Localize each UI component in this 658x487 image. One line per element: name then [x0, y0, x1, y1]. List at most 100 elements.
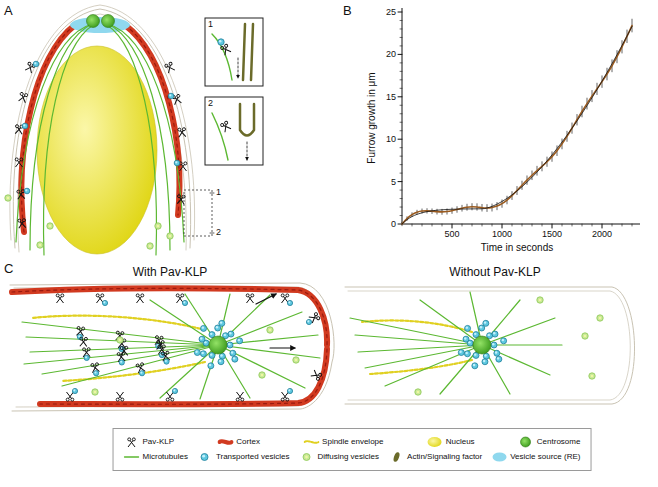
pav-klp-symbol — [15, 125, 18, 128]
pav-klp-symbol — [128, 438, 131, 441]
membrane-line — [348, 291, 630, 400]
chart-axis — [402, 8, 640, 224]
diffusing-vesicle — [167, 233, 173, 239]
tick-label: 15 — [386, 92, 396, 101]
transported-vesicle — [483, 353, 489, 359]
microtubule — [16, 24, 92, 242]
diffusing-vesicle — [5, 195, 11, 201]
pav-klp-symbol — [220, 46, 224, 50]
transported-vesicle — [210, 353, 212, 355]
pav-klp-symbol — [236, 392, 244, 401]
transported-vesicle — [238, 339, 240, 341]
pav-klp-symbol — [157, 340, 160, 343]
transported-vesicle — [473, 364, 475, 366]
legend-icon — [392, 451, 400, 462]
legend-item: Vesicle source (RE) — [491, 451, 580, 463]
axis-tick — [492, 224, 493, 226]
transported-vesicle — [287, 300, 292, 305]
pav-klp-symbol — [116, 392, 124, 401]
axis-tick — [562, 224, 563, 226]
transported-vesicle — [218, 359, 224, 365]
zoom-box — [184, 190, 212, 236]
leader-line — [210, 193, 214, 194]
transported-vesicle — [465, 325, 471, 331]
axis-tick — [400, 164, 402, 165]
axis-tick — [602, 224, 603, 228]
pav-klp-symbol — [281, 294, 284, 297]
transported-vesicle — [491, 342, 497, 348]
pav-klp-symbol — [316, 377, 320, 381]
legend-icon — [491, 451, 507, 463]
pav-klp-symbol — [182, 128, 185, 131]
diffusing-vesicle — [117, 337, 123, 343]
transported-vesicle — [139, 371, 144, 376]
cortex-band — [125, 25, 179, 215]
pav-klp-symbol — [117, 352, 120, 355]
pav-klp-symbol — [220, 123, 224, 127]
transported-vesicle — [194, 350, 200, 356]
diffusing-vesicle — [415, 389, 421, 395]
axis-tick — [400, 28, 402, 29]
diffusing-vesicle — [539, 299, 542, 302]
transported-vesicle — [483, 353, 489, 359]
pav-klp-symbol — [236, 398, 239, 401]
axis-tick — [400, 105, 402, 106]
legend-icon — [521, 437, 531, 447]
pav-klp-symbol — [316, 316, 320, 320]
pav-klp-symbol — [137, 297, 144, 304]
transported-vesicle — [174, 160, 180, 166]
transported-vesicle — [173, 389, 175, 391]
axis-tick — [398, 181, 402, 182]
axis-tick — [400, 71, 402, 72]
diffusing-vesicle — [259, 372, 265, 378]
axis-tick — [398, 139, 402, 140]
diffusing-vesicle — [5, 195, 11, 201]
axis-tick — [400, 62, 402, 63]
pav-klp-symbol — [161, 341, 164, 344]
diffusing-vesicle — [117, 337, 123, 343]
actin-signaling — [240, 104, 254, 136]
diffusing-vesicle — [599, 317, 602, 320]
transported-vesicle — [233, 357, 235, 359]
transported-vesicle — [119, 360, 124, 365]
transported-vesicle — [491, 342, 497, 348]
pav-klp-symbol — [224, 121, 228, 125]
fit-curve — [402, 26, 632, 224]
spindle-sample — [304, 441, 318, 443]
pav-klp-symbol — [286, 398, 289, 401]
legend-icon — [128, 438, 136, 447]
pav-klp-symbol — [71, 398, 74, 401]
cell-with-pav-klp — [10, 283, 334, 411]
pav-klp-symbol — [162, 345, 165, 348]
pav-klp-symbol — [120, 346, 128, 355]
microtubule — [218, 345, 320, 358]
diffusing-vesicle — [37, 242, 43, 248]
motion-arrow — [238, 58, 239, 78]
microtubule — [440, 345, 482, 394]
transported-vesicle — [94, 371, 99, 376]
transported-vesicle — [33, 61, 39, 67]
transported-vesicle — [482, 359, 488, 365]
legend-item: Pav-KLP — [124, 436, 175, 448]
legend-text: Vesicle source (RE) — [510, 453, 580, 461]
legend-row: Pav-KLPCortexSpindle envelopeNucleusCent… — [124, 436, 581, 448]
pav-klp-symbol — [178, 128, 186, 138]
transported-vesicle — [34, 62, 36, 64]
pav-klp-symbol — [179, 162, 187, 171]
pav-klp-symbol — [136, 294, 144, 303]
centrosome — [521, 437, 531, 447]
transported-vesicle — [464, 351, 470, 357]
axis-tick — [398, 12, 402, 13]
pav-klp-symbol — [128, 438, 136, 447]
axis-tick — [400, 113, 402, 114]
transported-vesicle — [483, 320, 489, 326]
transported-vesicle — [218, 359, 224, 365]
spindle-envelope — [62, 362, 205, 381]
pav-klp-symbol — [81, 327, 84, 330]
pav-klp-symbol — [164, 62, 175, 73]
legend-text: Pav-KLP — [143, 438, 175, 446]
transported-vesicle — [492, 331, 498, 337]
pav-klp-symbol — [56, 294, 59, 297]
membrane-line — [10, 283, 334, 411]
pav-klp-symbol — [96, 294, 99, 297]
